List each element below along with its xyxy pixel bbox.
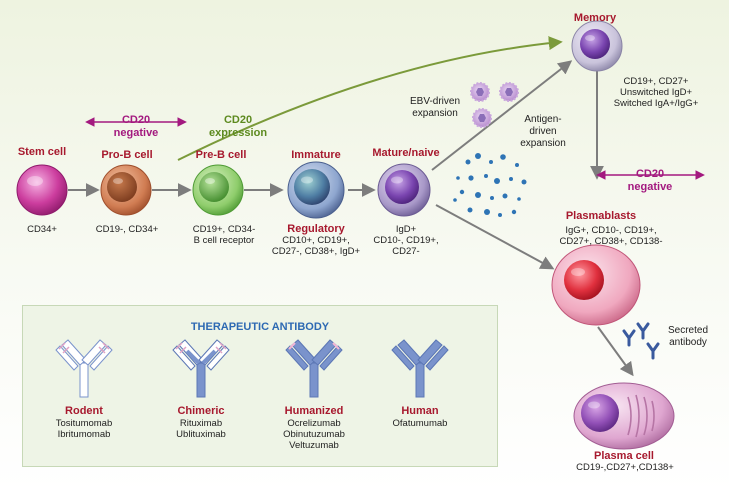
pro-b-cell (100, 164, 152, 216)
humanized-drug-2: Obinutuzumab (283, 429, 345, 440)
humanized-drug-1: Ocrelizumab (287, 418, 341, 429)
immature-markers-1: CD10+, CD19+, (282, 235, 350, 246)
pre-b-cell-title: Pre-B cell (195, 149, 247, 161)
chimeric-antibody-icon (172, 339, 230, 398)
pre-b-cell (192, 164, 244, 216)
differentiation-arrows (68, 60, 634, 377)
cd20-negative-left-label-1: CD20 (121, 114, 151, 126)
pro-b-cell-markers: CD19-, CD34+ (95, 224, 159, 235)
rodent-antibody-icon (55, 339, 113, 398)
regulatory-label: Regulatory (287, 223, 345, 235)
memory-cell (571, 20, 623, 72)
arrow-mature-to-memory (431, 60, 573, 171)
humanized-antibody-icon (285, 339, 343, 398)
secreted-antibody-icons (622, 322, 660, 360)
ebv-expansion-label-1: EBV-driven (409, 96, 461, 107)
cd20-expression-label-1: CD20 (223, 114, 253, 126)
plasma-cell-markers: CD19-,CD27+,CD138+ (576, 462, 674, 473)
mature-naive-title: Mature/naive (372, 147, 440, 159)
chimeric-label: Chimeric (177, 405, 225, 417)
chimeric-drug-2: Ublituximab (176, 429, 226, 440)
humanized-drug-3: Veltuzumab (289, 440, 339, 451)
plasma-cell (573, 382, 675, 450)
mature-naive-cell (377, 163, 431, 217)
cd20-negative-right-label-1: CD20 (635, 168, 665, 180)
antigen-expansion-label-1: Antigen- (524, 114, 562, 125)
human-antibody-icon (391, 339, 449, 398)
rodent-label: Rodent (65, 405, 103, 417)
stem-cell-markers: CD34+ (27, 224, 57, 235)
memory-title: Memory (573, 12, 617, 24)
arrow-plasmablast-to-plasma (597, 326, 634, 377)
pre-b-cell-markers-1: CD19+, CD34- (192, 224, 256, 235)
cd20-negative-left-label-2: negative (113, 127, 159, 139)
ebv-virus-icons (470, 82, 519, 128)
immature-markers-2: CD27-, CD38+, IgD+ (271, 246, 361, 257)
ebv-expansion-label-2: expansion (412, 108, 458, 119)
immature-cell (287, 161, 345, 219)
rodent-drug-2: Ibritumomab (57, 429, 111, 440)
pre-b-cell-markers-2: B cell receptor (193, 235, 255, 246)
plasma-cell-title: Plasma cell (594, 450, 654, 462)
memory-markers-3: Switched IgA+/IgG+ (613, 98, 699, 109)
antigen-particles (453, 153, 527, 217)
plasmablast-markers-2: CD27+, CD38+, CD138- (559, 236, 663, 247)
cd20-negative-right-label-2: negative (627, 181, 673, 193)
cd20-expression-arrow (177, 36, 563, 161)
immature-title: Immature (291, 149, 341, 161)
rodent-drug-1: Tositumomab (55, 418, 113, 429)
mature-markers-1: IgD+ (395, 224, 417, 235)
plasmablasts-title: Plasmablasts (565, 210, 637, 222)
chimeric-drug-1: Rituximab (179, 418, 223, 429)
antigen-expansion-label-3: expansion (520, 138, 566, 149)
antigen-expansion-label-2: driven (529, 126, 557, 137)
stem-cell (16, 164, 68, 216)
mature-markers-2: CD10-, CD19+, (373, 235, 439, 246)
humanized-label: Humanized (284, 405, 344, 417)
mature-markers-3: CD27- (392, 246, 420, 257)
stem-cell-title: Stem cell (17, 146, 67, 158)
memory-markers-2: Unswitched IgD+ (619, 87, 693, 98)
memory-markers-1: CD19+, CD27+ (623, 76, 689, 87)
cd20-expression-label-2: expression (208, 127, 268, 139)
human-label: Human (401, 405, 439, 417)
human-drug-1: Ofatumumab (392, 418, 448, 429)
secreted-antibody-label-1: Secreted (667, 325, 709, 336)
arrow-mature-to-plasmablast (435, 204, 555, 270)
therapeutic-antibody-title: THERAPEUTIC ANTIBODY (190, 321, 330, 333)
pro-b-cell-title: Pro-B cell (101, 149, 153, 161)
plasmablast-markers-1: IgG+, CD10-, CD19+, (565, 225, 657, 236)
secreted-antibody-label-2: antibody (669, 337, 707, 348)
plasmablast-cell (551, 244, 641, 326)
